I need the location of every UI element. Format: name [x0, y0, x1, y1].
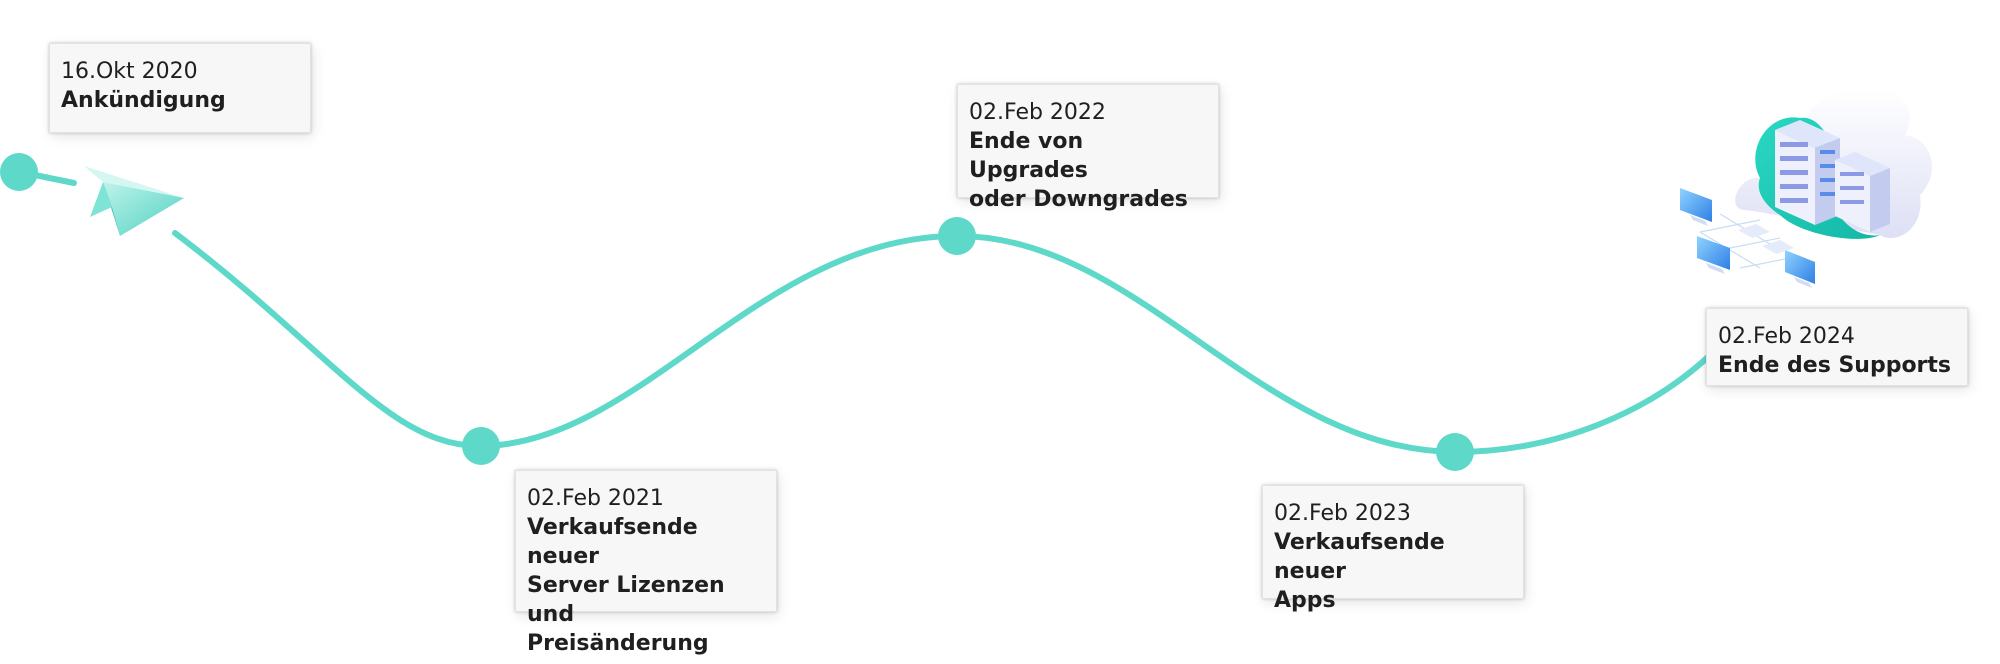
milestone-date: 02.Feb 2024	[1718, 324, 1855, 349]
milestone-label: Ankündigung	[61, 88, 226, 113]
milestone-card-2: 02.Feb 2021 Verkaufsende neuer Server Li…	[515, 470, 777, 656]
milestone-dot-2	[462, 427, 500, 465]
milestone-date: 02.Feb 2023	[1274, 501, 1411, 526]
milestone-label: Verkaufsende neuer Apps	[1274, 530, 1445, 613]
milestone-label: Ende von Upgrades oder Downgrades	[969, 129, 1188, 212]
milestone-date: 02.Feb 2021	[527, 486, 664, 511]
milestone-date: 16.Okt 2020	[61, 59, 198, 84]
milestone-date: 02.Feb 2022	[969, 100, 1106, 125]
milestone-label: Ende des Supports	[1718, 353, 1952, 378]
timeline-path	[172, 230, 1711, 456]
milestone-card-3: 02.Feb 2022 Ende von Upgrades oder Downg…	[957, 84, 1219, 212]
cloud-server-icon	[1680, 89, 1932, 288]
milestone-card-4: 02.Feb 2023 Verkaufsende neuer Apps	[1262, 485, 1524, 613]
milestone-dot-3	[938, 217, 976, 255]
milestone-label: Verkaufsende neuer Server Lizenzen und P…	[527, 515, 725, 656]
milestone-dot-4	[1436, 433, 1474, 471]
paper-plane-icon	[84, 166, 184, 236]
milestone-card-1: 16.Okt 2020 Ankündigung	[49, 43, 311, 133]
milestone-card-5: 02.Feb 2024 Ende des Supports	[1706, 308, 1968, 386]
milestone-dot-1	[0, 153, 38, 191]
